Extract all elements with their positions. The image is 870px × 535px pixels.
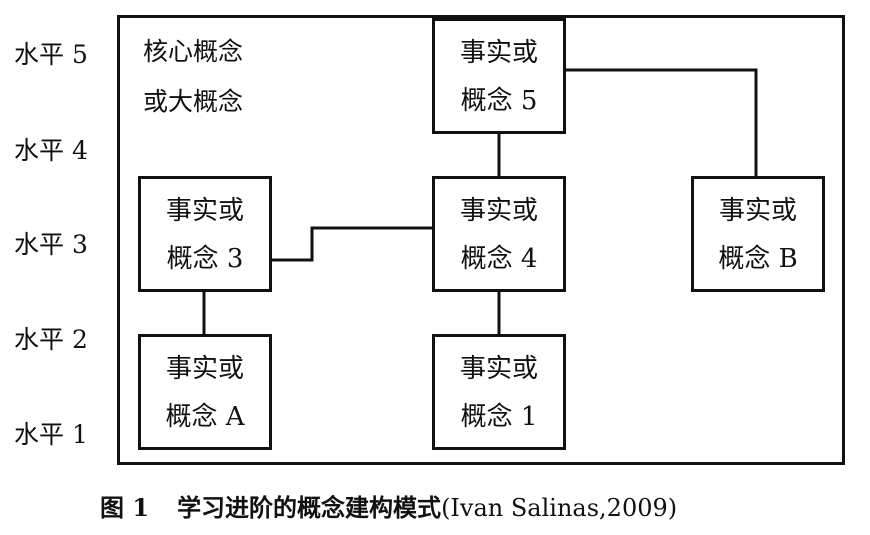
level-label-3: 水平 3: [14, 230, 88, 259]
concept-box-a: 事实或 概念 A: [138, 334, 272, 450]
concept-box-5-line2: 概念 5: [460, 86, 538, 116]
concept-box-b: 事实或 概念 B: [691, 176, 825, 292]
level-label-2: 水平 2: [14, 325, 88, 354]
figure-caption: 图 1 学习进阶的概念建构模式(Ivan Salinas,2009): [100, 493, 677, 523]
concept-box-4-line1: 事实或: [459, 196, 538, 226]
concept-box-1-line1: 事实或: [459, 354, 538, 384]
concept-box-b-line1: 事实或: [718, 196, 797, 226]
concept-box-a-line2: 概念 A: [165, 402, 245, 432]
core-concept-line1: 核心概念: [143, 37, 244, 66]
concept-box-1: 事实或 概念 1: [432, 334, 566, 450]
concept-box-4-line2: 概念 4: [460, 244, 538, 274]
concept-box-4: 事实或 概念 4: [432, 176, 566, 292]
level-label-5: 水平 5: [14, 40, 88, 69]
level-label-4: 水平 4: [14, 136, 88, 165]
concept-box-1-line2: 概念 1: [460, 402, 538, 432]
edge-3-4: [270, 226, 434, 262]
concept-box-5-line1: 事实或: [459, 38, 538, 68]
figure-title: 学习进阶的概念建构模式: [177, 493, 442, 522]
concept-box-3-line1: 事实或: [165, 196, 244, 226]
concept-box-3: 事实或 概念 3: [138, 176, 272, 292]
core-concept-line2: 或大概念: [143, 87, 244, 116]
concept-box-b-line2: 概念 B: [718, 244, 798, 274]
concept-box-5: 事实或 概念 5: [432, 18, 566, 134]
diagram-frame: [117, 15, 845, 465]
edge-5-B: [564, 68, 758, 178]
figure-number: 图 1: [100, 493, 150, 522]
level-label-1: 水平 1: [14, 420, 88, 449]
concept-box-3-line2: 概念 3: [166, 244, 244, 274]
figure-citation: (Ivan Salinas,2009): [441, 494, 678, 522]
concept-box-a-line1: 事实或: [165, 354, 244, 384]
